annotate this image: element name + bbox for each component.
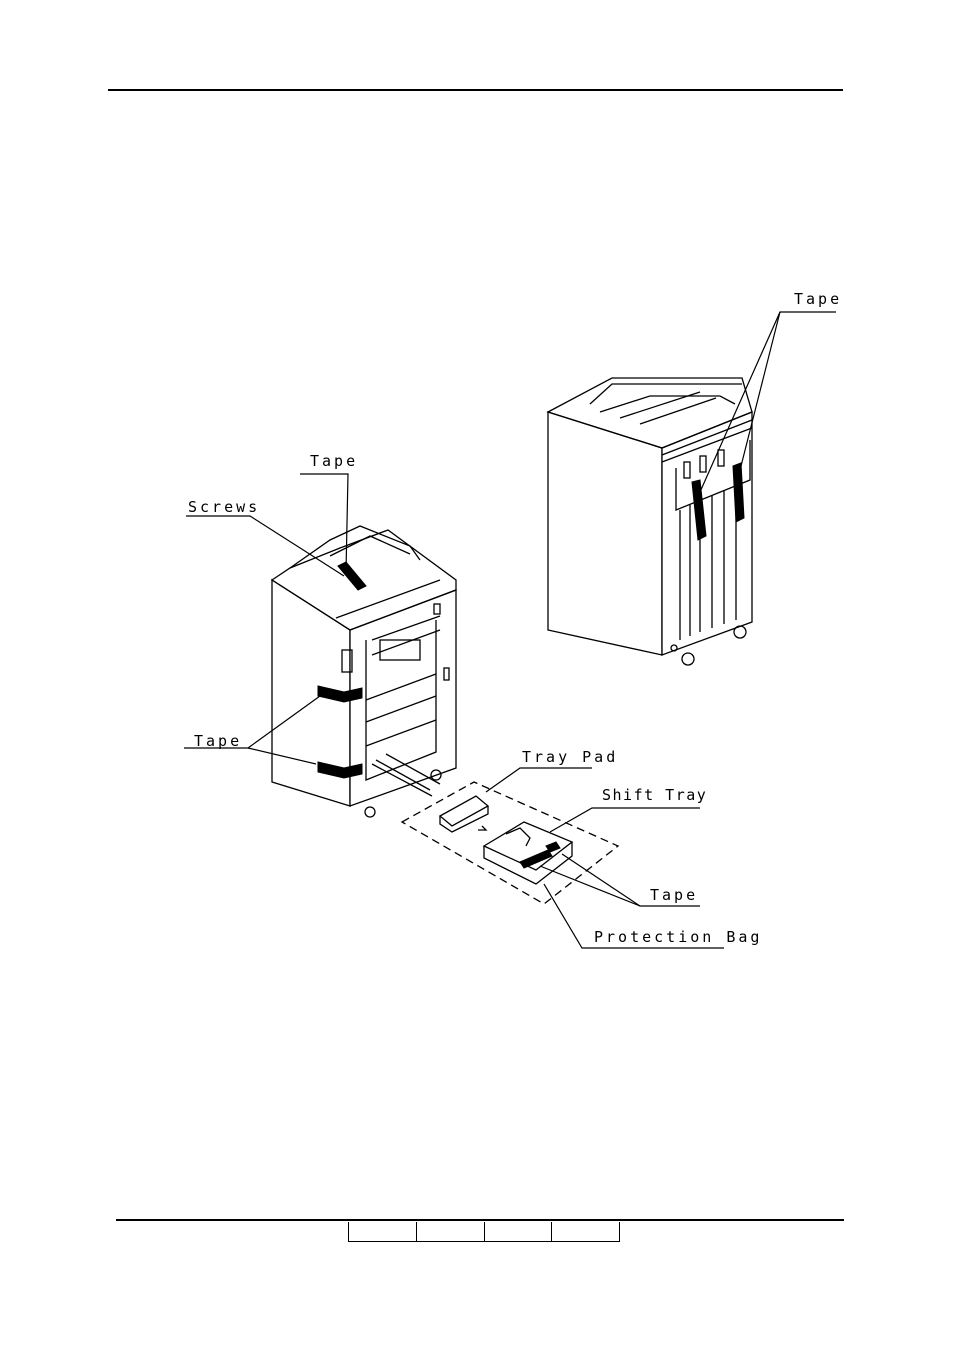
label-tape-top-right: Tape	[794, 290, 842, 308]
label-tray-pad: Tray Pad	[522, 748, 618, 766]
finisher-right-unit	[548, 378, 752, 665]
label-tape-top-left: Tape	[310, 452, 358, 470]
footer-cell	[416, 1222, 484, 1241]
footer-page-box	[348, 1222, 620, 1242]
label-tape-left-side: Tape	[194, 732, 242, 750]
label-protection-bag: Protection Bag	[594, 928, 762, 946]
footer-cell	[551, 1222, 619, 1241]
label-shift-tray: Shift Tray	[602, 786, 707, 804]
footer-cell	[484, 1222, 552, 1241]
label-tape-tray: Tape	[650, 886, 698, 904]
finisher-left-unit	[272, 526, 456, 817]
label-screws: Screws	[188, 498, 260, 516]
footer-cell	[349, 1222, 416, 1241]
footer-rule	[116, 1219, 844, 1221]
